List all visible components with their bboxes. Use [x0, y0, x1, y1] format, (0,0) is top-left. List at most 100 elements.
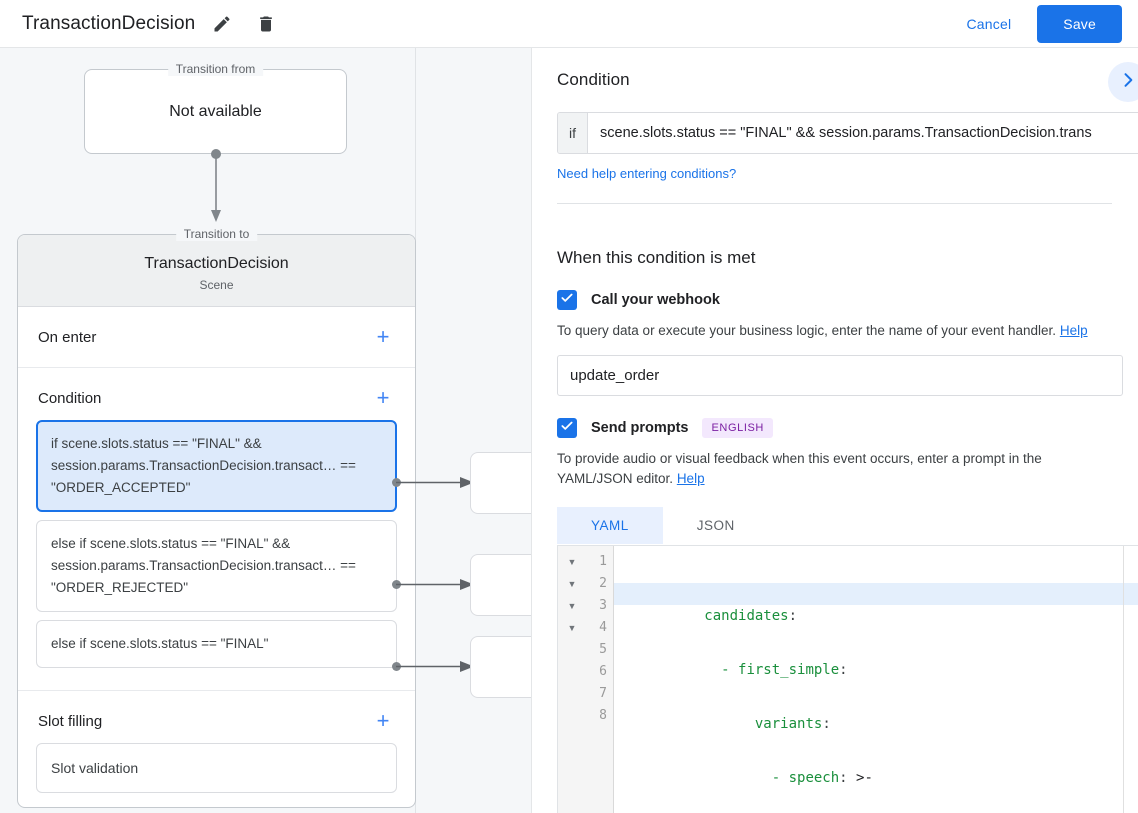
- call-webhook-row: Call your webhook: [557, 290, 1112, 310]
- scene-subtitle: Scene: [199, 278, 234, 292]
- call-webhook-label: Call your webhook: [591, 292, 720, 308]
- send-prompts-label: Send prompts: [591, 420, 689, 436]
- condition-target-box-1[interactable]: [470, 554, 531, 616]
- condition-item-1[interactable]: else if scene.slots.status == "FINAL" &&…: [36, 520, 397, 612]
- code-token-dash: -: [771, 770, 789, 786]
- slot-validation-item[interactable]: Slot validation: [36, 743, 397, 793]
- code-token-key: variants: [754, 716, 823, 732]
- condition-target-box-2[interactable]: [470, 636, 531, 698]
- condition-connector-dot-0: [392, 478, 401, 487]
- fold-toggle-4[interactable]: ▼: [567, 623, 577, 633]
- fold-toggle-1[interactable]: ▼: [567, 557, 577, 567]
- edit-name-button[interactable]: [205, 7, 239, 41]
- transition-connector-arrow: [211, 149, 221, 222]
- add-slot-filling-button[interactable]: +: [376, 708, 390, 733]
- fold-toggle-2[interactable]: ▼: [567, 579, 577, 589]
- line-number: 8: [599, 708, 607, 723]
- prompts-description: To provide audio or visual feedback when…: [557, 449, 1112, 489]
- editor-fold-gutter[interactable]: ▼ ▼ ▼ ▼: [558, 546, 586, 813]
- webhook-description-text: To query data or execute your business l…: [557, 323, 1057, 338]
- condition-item-0[interactable]: if scene.slots.status == "FINAL" && sess…: [36, 420, 397, 512]
- delete-button[interactable]: [249, 7, 283, 41]
- condition-field[interactable]: if: [557, 112, 1138, 154]
- fold-toggle-6: [558, 661, 586, 683]
- condition-connector-dot-2: [392, 662, 401, 671]
- check-icon: [560, 419, 574, 438]
- chevron-right-icon: [1118, 70, 1138, 95]
- editor-vertical-ruler: [1123, 546, 1124, 813]
- editor-line-numbers: 1 2 3 4 5 6 7 8: [586, 546, 614, 813]
- code-token-dash: -: [721, 662, 739, 678]
- code-line-4[interactable]: - speech: >-: [614, 745, 1138, 786]
- tab-json[interactable]: JSON: [696, 518, 735, 533]
- condition-section-header: Condition: [557, 70, 630, 89]
- line-number: 2: [599, 576, 607, 591]
- line-number: 6: [599, 664, 607, 679]
- prompts-description-text: To provide audio or visual feedback when…: [557, 451, 1042, 486]
- fold-toggle-8: [558, 705, 586, 727]
- line-number: 3: [599, 598, 607, 613]
- section-condition: Condition + if scene.slots.status == "FI…: [18, 368, 415, 691]
- condition-item-2[interactable]: else if scene.slots.status == "FINAL": [36, 620, 397, 668]
- tab-yaml[interactable]: YAML: [557, 507, 663, 544]
- scene-card: Transition to TransactionDecision Scene …: [17, 227, 416, 808]
- top-bar: TransactionDecision Cancel Save: [0, 0, 1138, 48]
- yaml-editor[interactable]: ▼ ▼ ▼ ▼ 1 2 3 4 5 6 7 8 can: [557, 545, 1138, 813]
- condition-input[interactable]: [588, 113, 1138, 153]
- condition-if-prefix: if: [558, 113, 588, 153]
- details-panel: Condition if Need help entering conditio…: [531, 48, 1138, 813]
- flow-canvas[interactable]: Transition from Not available Transition…: [0, 48, 531, 813]
- save-button[interactable]: Save: [1037, 4, 1122, 43]
- scene-name: TransactionDecision: [144, 255, 289, 272]
- code-token-rest: >-: [847, 770, 873, 786]
- code-line-3[interactable]: variants:: [614, 691, 1138, 732]
- need-help-conditions-link[interactable]: Need help entering conditions?: [557, 166, 737, 181]
- webhook-help-link[interactable]: Help: [1059, 323, 1088, 338]
- code-token-key: candidates: [704, 608, 789, 624]
- section-on-enter: On enter +: [18, 307, 415, 368]
- condition-section: Condition if Need help entering conditio…: [531, 48, 1138, 204]
- line-number: 7: [599, 686, 607, 701]
- panel-divider: [531, 48, 532, 813]
- scene-header[interactable]: TransactionDecision Scene: [18, 235, 415, 307]
- add-on-enter-button[interactable]: +: [376, 324, 390, 349]
- language-badge: ENGLISH: [702, 418, 773, 438]
- section-slot-filling: Slot filling + Slot validation: [18, 691, 415, 807]
- code-token-punct: :: [839, 770, 848, 786]
- fold-toggle-5: [558, 639, 586, 661]
- code-token-punct: :: [822, 716, 831, 732]
- prompts-help-link[interactable]: Help: [676, 471, 705, 486]
- add-condition-button[interactable]: +: [376, 385, 390, 410]
- webhook-handler-input[interactable]: [557, 355, 1123, 396]
- line-number: 5: [599, 642, 607, 657]
- call-webhook-checkbox[interactable]: [557, 290, 577, 310]
- trash-icon: [256, 14, 276, 34]
- when-met-header: When this condition is met: [557, 248, 756, 267]
- editor-format-tabs: YAML JSON: [557, 507, 1112, 544]
- check-icon: [560, 291, 574, 310]
- condition-connector-dot-1: [392, 580, 401, 589]
- cancel-button[interactable]: Cancel: [953, 7, 1026, 41]
- transition-to-legend: Transition to: [175, 227, 258, 241]
- editor-code-area[interactable]: candidates: - first_simple: variants: - …: [614, 546, 1138, 813]
- when-condition-met-section: When this condition is met Call your web…: [531, 204, 1138, 544]
- section-condition-head: Condition +: [18, 368, 415, 420]
- transition-from-value: Not available: [169, 102, 262, 120]
- code-line-5[interactable]: Transaction completed! Your reservation: [614, 799, 1138, 813]
- code-line-1[interactable]: candidates:: [614, 583, 1138, 624]
- send-prompts-row: Send prompts ENGLISH: [557, 418, 1112, 438]
- section-slot-filling-head: Slot filling +: [18, 691, 415, 743]
- webhook-description: To query data or execute your business l…: [557, 321, 1112, 341]
- send-prompts-checkbox[interactable]: [557, 418, 577, 438]
- expand-panel-button[interactable]: [1108, 62, 1138, 102]
- code-token-punct: :: [839, 662, 848, 678]
- code-token-punct: :: [788, 608, 798, 624]
- fold-toggle-3[interactable]: ▼: [567, 601, 577, 611]
- condition-target-box-0[interactable]: [470, 452, 531, 514]
- code-token-key: first_simple: [738, 662, 840, 678]
- transition-from-box: Transition from Not available: [84, 62, 347, 154]
- page-title: TransactionDecision: [22, 12, 196, 34]
- code-line-2[interactable]: - first_simple:: [614, 637, 1138, 678]
- section-condition-title: Condition: [38, 389, 102, 407]
